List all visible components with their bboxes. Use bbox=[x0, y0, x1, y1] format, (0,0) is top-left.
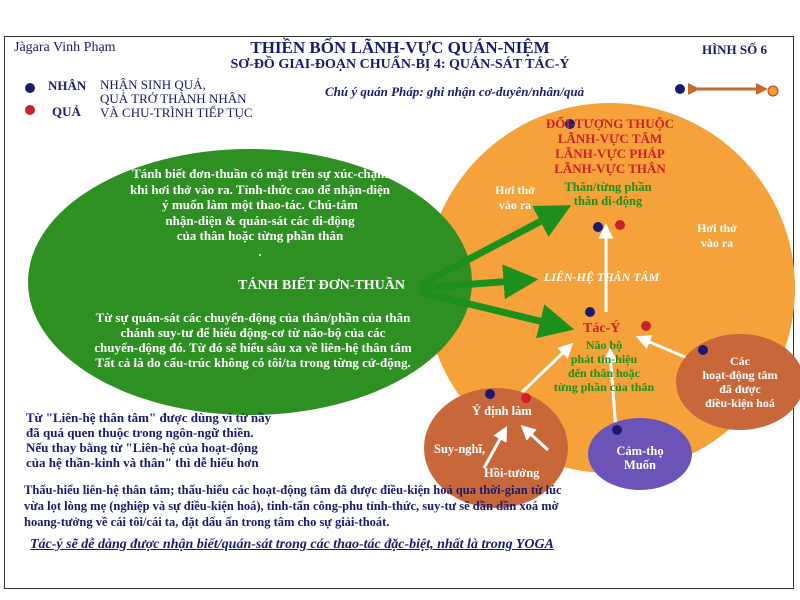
intent-label: Ý định làm bbox=[472, 404, 532, 418]
conditioned-activity-label: Các hoạt-động tâm đã được điều-kiện hoá bbox=[702, 354, 778, 410]
body-effect-dot bbox=[615, 220, 625, 230]
arrow-feeling-to-intention bbox=[603, 347, 619, 431]
legend-effect-dot bbox=[25, 105, 35, 115]
mind-body-relation-label: LIÊN-HỆ THÂN TÂM bbox=[544, 270, 660, 284]
intention-label: Tác-Ý bbox=[583, 321, 621, 336]
feeling-desire-label: Cảm-thọ Muốn bbox=[616, 444, 664, 472]
legend-cause-dot bbox=[25, 83, 35, 93]
intention-cause-dot bbox=[585, 307, 595, 317]
arrow-mind-to-intention bbox=[512, 342, 574, 402]
diagram-frame bbox=[4, 36, 794, 589]
awareness-description: Tánh biết đơn-thuần có mặt trên sự xúc-c… bbox=[130, 166, 390, 259]
diagram-title: THIỀN BỐN LÃNH-VỰC QUÁN-NIỆM bbox=[250, 38, 550, 57]
closing-statement: Tác-ý sẽ dễ dàng được nhận biết/quán-sát… bbox=[30, 537, 554, 552]
summary-text: Thấu-hiểu liên-hệ thân tâm; thấu-hiểu cá… bbox=[24, 483, 562, 529]
thought-label: Suy-nghĩ, bbox=[434, 442, 486, 456]
legend-effect-label: QUẢ bbox=[52, 104, 81, 119]
legend-cause-label: NHÂN bbox=[48, 78, 87, 93]
legend-note: Chú ý quán Pháp: ghi nhận cơ-duyên/nhân/… bbox=[325, 84, 585, 99]
terminology-footnote: Từ "Liên-hệ thân tâm" được dùng vì từ nầ… bbox=[26, 410, 272, 470]
author-name: Jàgara Vinh Phạm bbox=[14, 40, 116, 55]
body-movement-label: Thân/từng phần thân di-động bbox=[564, 180, 652, 208]
conditioned-activity-circle bbox=[676, 334, 800, 430]
figure-number: HÌNH SỐ 6 bbox=[702, 42, 768, 57]
legend-cycle-effect-dot bbox=[767, 85, 779, 97]
brain-signal-label: Não bộ phát tín-hiệu đến thân hoặc từng … bbox=[553, 338, 655, 394]
pure-awareness-label: TÁNH BIẾT ĐƠN-THUẦN bbox=[238, 278, 405, 293]
objects-domain-title: ĐỐI-TƯỢNG THUỘC LÃNH-VỰC TÂM LÃNH-VỰC PH… bbox=[545, 116, 675, 176]
arrow-thought-to-intent bbox=[482, 426, 508, 469]
legend-cycle-cause-dot bbox=[675, 84, 685, 94]
feeling-desire-circle bbox=[588, 418, 692, 490]
arrow-to-intention bbox=[419, 288, 575, 339]
arrow-conditioned-to-intention bbox=[635, 335, 693, 362]
objects-cause-dot bbox=[565, 119, 575, 129]
arrow-to-body bbox=[418, 205, 572, 289]
arrow-memory-to-intent bbox=[520, 424, 550, 452]
legend-description: NHẬN SINH QUẢ, QUẢ TRỞ THÀNH NHÂN VÀ CHU… bbox=[100, 77, 253, 120]
feeling-cause-dot bbox=[612, 425, 622, 435]
observation-description: Từ sự quán-sát các chuyển-động của thân/… bbox=[94, 310, 412, 370]
breath-left-label: Hơi thở vào ra bbox=[495, 183, 535, 212]
conditioned-cause-dot bbox=[698, 345, 708, 355]
body-cause-dot bbox=[593, 222, 603, 232]
arrow-to-relation bbox=[419, 264, 539, 300]
green-awareness-oval bbox=[28, 149, 472, 415]
intent-cause-dot bbox=[485, 389, 495, 399]
memory-label: Hồi-tưởng bbox=[484, 466, 540, 480]
intent-effect-dot bbox=[521, 393, 531, 403]
breath-right-label: Hơi thở vào ra bbox=[697, 221, 737, 250]
diagram-subtitle: SƠ-ĐỒ GIAI-ĐOẠN CHUẨN-BỊ 4: QUÁN-SÁT TÁC… bbox=[230, 57, 570, 72]
intention-effect-dot bbox=[641, 321, 651, 331]
